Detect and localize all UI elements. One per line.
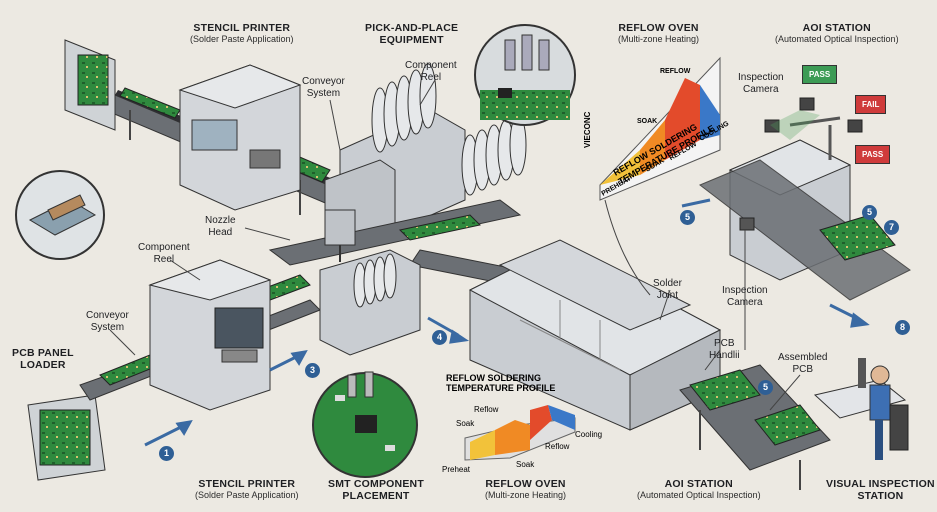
pcb-rack-top	[64, 39, 116, 131]
title: PCB PANEL	[12, 347, 74, 359]
title: REFLOW OVEN	[618, 22, 699, 34]
step-badge: 5	[680, 210, 695, 225]
visual-inspection-station	[813, 358, 909, 460]
profile-bottom-upper-reflow: Reflow	[474, 405, 499, 414]
smt-zoom	[312, 371, 418, 478]
profile-top-vaxis: VIECONC	[583, 111, 592, 148]
reflow-oven-top-label: REFLOW OVEN (Multi-zone Heating)	[618, 22, 699, 44]
step-badge: 4	[432, 330, 447, 345]
visual-inspection-label: VISUAL INSPECTION STATION	[826, 478, 935, 502]
pcb-loader	[27, 394, 106, 481]
middle-conveyor	[268, 199, 522, 286]
conveyor-system-left-label: Conveyor System	[86, 310, 129, 333]
step-badge: 5	[758, 380, 773, 395]
subtitle: STATION	[857, 490, 904, 503]
step-badge: 5	[862, 205, 877, 220]
title: STENCIL PRINTER	[198, 478, 296, 490]
subtitle: (Automated Optical Inspection)	[775, 34, 899, 45]
pcb-loader-label: PCB PANEL LOADER	[12, 347, 74, 371]
stencil-zoom	[15, 170, 105, 260]
reflow-oven-bottom-label: REFLOW OVEN (Multi-zone Heating)	[485, 478, 566, 500]
title: AOI STATION	[664, 478, 733, 490]
stencil-printer-bottom-label: STENCIL PRINTER (Solder Paste Applicatio…	[195, 478, 299, 500]
profile-bottom-stage-soak: Soak	[516, 460, 535, 469]
step-badge: 3	[305, 363, 320, 378]
component-reel-mid-label: Component Reel	[138, 242, 190, 265]
aoi-fail-tag: FAIL	[855, 95, 887, 114]
profile-bottom-stage-preheat: Preheat	[442, 465, 471, 474]
profile-top-peak: REFLOW	[660, 68, 691, 75]
assembled-pcb-label: Assembled PCB	[778, 352, 828, 375]
callout-lines	[109, 79, 801, 411]
aoi-top-label: AOI STATION (Automated Optical Inspectio…	[775, 22, 899, 44]
smt-placement-machine	[319, 209, 421, 356]
step-badge: 8	[895, 320, 910, 335]
aoi-station	[699, 97, 911, 301]
reflow-profile-top	[599, 56, 721, 201]
conveyor-system-top-label: Conveyor System	[302, 76, 345, 99]
lower-right-conveyor	[679, 364, 831, 490]
inspection-camera-top-label: Inspection Camera	[738, 72, 784, 95]
title: AOI STATION	[802, 22, 871, 34]
profile-bottom-stage-reflow: Reflow	[545, 442, 570, 451]
title: SMT COMPONENT	[328, 478, 424, 490]
subtitle: (Multi-zone Heating)	[485, 490, 567, 501]
title: REFLOW OVEN	[485, 478, 566, 490]
stencil-printer-top	[178, 64, 302, 211]
subtitle: PLACEMENT	[342, 490, 410, 503]
subtitle: EQUIPMENT	[379, 34, 444, 47]
title: STENCIL PRINTER	[193, 22, 291, 34]
profile-top-plateau: SOAK	[637, 118, 658, 125]
subtitle: (Solder Paste Application)	[190, 34, 294, 45]
stencil-printer-bottom	[148, 259, 272, 411]
component-reel-top-label: Component Reel	[405, 60, 457, 83]
solder-joint-label: Solder Joint	[653, 278, 682, 301]
inspection-camera-mid-label: Inspection Camera	[722, 285, 768, 308]
smt-placement-label: SMT COMPONENT PLACEMENT	[328, 478, 424, 502]
pcb-handling-label: PCB Handlii	[709, 338, 740, 361]
subtitle: (Solder Paste Application)	[195, 490, 299, 501]
step-badge: 1	[159, 446, 174, 461]
subtitle: (Multi-zone Heating)	[618, 34, 700, 45]
pick-and-place-top	[324, 63, 527, 251]
step-badge: 7	[884, 220, 899, 235]
title: PICK-AND-PLACE	[365, 22, 459, 34]
profile-bottom-title: REFLOW SOLDERING TEMPERATURE PROFILE	[446, 373, 556, 393]
stencil-printer-top-label: STENCIL PRINTER (Solder Paste Applicatio…	[190, 22, 294, 44]
nozzle-head-label: Nozzle Head	[205, 215, 236, 238]
subtitle: (Automated Optical Inspection)	[637, 490, 761, 501]
flow-arrows	[144, 198, 870, 447]
profile-bottom-stage-cooling: Cooling	[575, 430, 603, 439]
aoi-bottom-label: AOI STATION (Automated Optical Inspectio…	[637, 478, 761, 500]
title: VISUAL INSPECTION	[826, 478, 935, 490]
pick-and-place-label: PICK-AND-PLACE EQUIPMENT	[365, 22, 458, 46]
aoi-pass-tag: PASS	[802, 65, 838, 84]
profile-bottom-upper-soak: Soak	[456, 419, 475, 428]
nozzle-zoom	[474, 24, 576, 126]
reflow-profile-bottom	[464, 405, 576, 461]
reflow-oven	[468, 239, 722, 431]
subtitle: LOADER	[20, 359, 66, 372]
aoi-pass-tag-red: PASS	[855, 145, 891, 164]
